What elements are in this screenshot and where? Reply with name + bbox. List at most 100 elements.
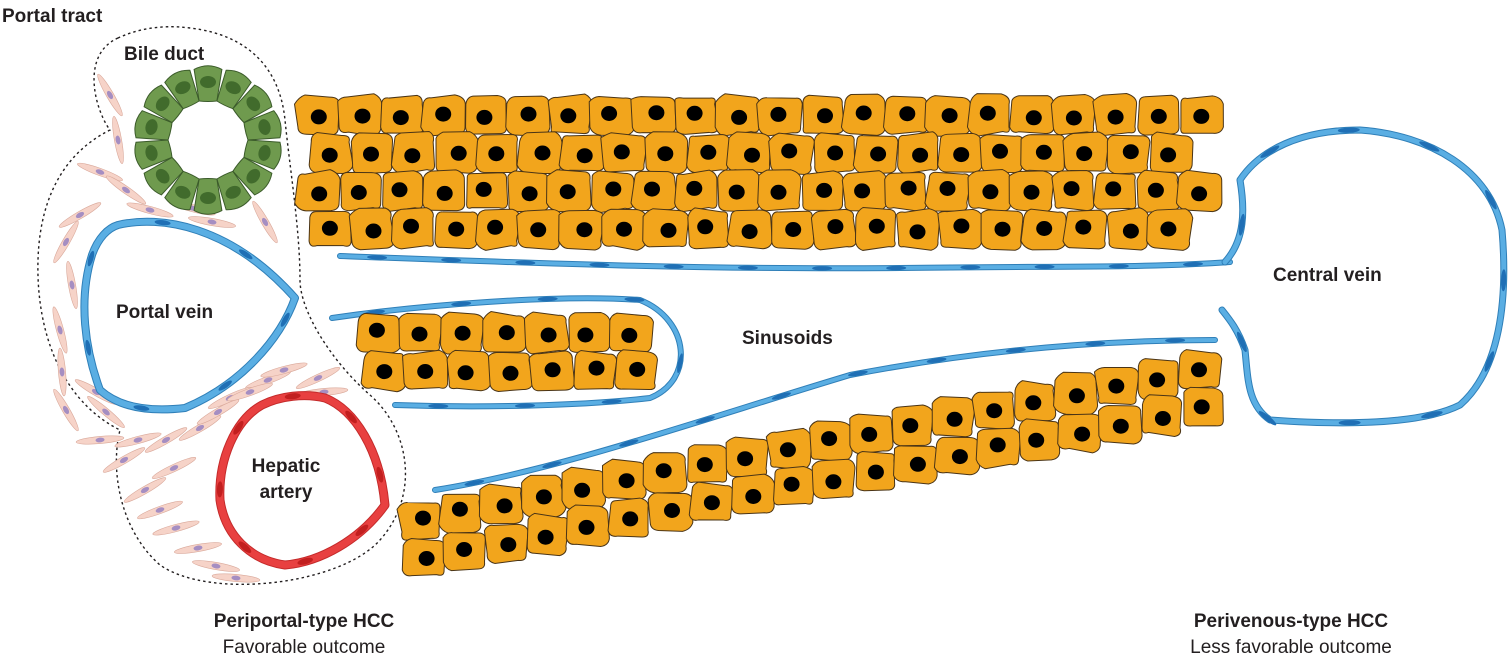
hepatocyte-nucleus xyxy=(355,109,371,124)
hepatocyte-nucleus xyxy=(785,222,801,237)
hepatocyte-nucleus xyxy=(417,364,433,379)
hepatocyte-nucleus xyxy=(700,145,716,160)
hepatocyte-nucleus xyxy=(1069,388,1085,403)
hepatocyte-nucleus xyxy=(861,427,877,442)
hepatocyte-nucleus xyxy=(952,449,968,464)
hepatocyte-nucleus xyxy=(1151,109,1167,124)
hepatocyte-nucleus xyxy=(616,222,632,237)
fibroblast xyxy=(101,445,146,475)
hepatocyte-nucleus xyxy=(577,328,593,343)
hepatocyte-nucleus xyxy=(535,146,551,161)
hepatocyte-nucleus xyxy=(940,181,956,196)
central-vein-nucleus xyxy=(1483,189,1498,211)
hepatocyte-nucleus xyxy=(476,110,492,125)
central-vein-nucleus xyxy=(1259,144,1280,160)
hepatocyte-nucleus xyxy=(614,144,630,159)
fibroblast xyxy=(152,518,200,537)
hepatocyte-nucleus xyxy=(770,107,786,122)
hepatocyte-nucleus xyxy=(497,498,513,513)
hepatocyte-nucleus xyxy=(311,109,327,124)
hepatocyte-nucleus xyxy=(437,186,453,201)
fibroblast xyxy=(104,173,147,206)
bile-duct-nucleus xyxy=(200,192,216,204)
fibroblast xyxy=(151,455,198,482)
hepatocyte-nucleus xyxy=(771,185,787,200)
hepatocyte-nucleus xyxy=(419,551,435,566)
central-vein-label: Central vein xyxy=(1273,265,1382,287)
hepatocyte-nucleus xyxy=(577,148,593,163)
hepatocyte-nucleus xyxy=(731,110,747,125)
hepatocyte-nucleus xyxy=(605,182,621,197)
hepatocyte-nucleus xyxy=(697,219,713,234)
fibroblast xyxy=(110,116,125,165)
hepatocyte-nucleus xyxy=(899,106,915,121)
hepatocyte-nucleus xyxy=(503,366,519,381)
hepatocyte-nucleus xyxy=(455,326,471,341)
hepatocyte-nucleus xyxy=(521,107,537,122)
hepatocyte-nucleus xyxy=(1064,181,1080,196)
fibroblast xyxy=(136,498,184,521)
hepatocyte-nucleus xyxy=(392,182,408,197)
hepatocyte-nucleus xyxy=(995,222,1011,237)
hepatocyte-nucleus xyxy=(1025,395,1041,410)
hepatocyte-nucleus xyxy=(1028,433,1044,448)
hepatocyte-nucleus xyxy=(351,185,367,200)
fibroblast xyxy=(250,199,280,244)
hepatocyte-nucleus xyxy=(1148,183,1164,198)
hepatocyte-nucleus xyxy=(1024,185,1040,200)
hepatocyte-nucleus xyxy=(322,221,338,236)
hepatocyte-nucleus xyxy=(912,148,928,163)
hepatocyte-nucleus xyxy=(1191,362,1207,377)
fibroblast xyxy=(192,558,241,573)
fibroblast xyxy=(122,475,167,505)
hepatocyte-nucleus xyxy=(619,473,635,488)
hepatocyte-nucleus xyxy=(1155,411,1171,426)
bile-duct-label: Bile duct xyxy=(124,44,204,66)
hepatocyte-nucleus xyxy=(825,474,841,489)
hepatic-artery-label-line2: artery xyxy=(246,482,326,504)
hepatic-artery xyxy=(217,392,385,566)
hepatocyte-nucleus xyxy=(656,463,672,478)
hepatocyte-nucleus xyxy=(1036,145,1052,160)
hepatocyte-nucleus xyxy=(403,219,419,234)
hepatocyte-nucleus xyxy=(451,146,467,161)
hepatocyte-nucleus xyxy=(657,146,673,161)
hepatocyte-nucleus xyxy=(488,146,504,161)
hepatocyte-nucleus xyxy=(827,146,843,161)
hepatocyte-nucleus xyxy=(412,327,428,342)
hepatocyte-nucleus xyxy=(986,403,1002,418)
hepatocyte-nucleus xyxy=(868,465,884,480)
hepatocyte-nucleus xyxy=(1194,399,1210,414)
hepatocyte-nucleus xyxy=(784,477,800,492)
fibroblast xyxy=(212,572,260,583)
hepatocyte-nucleus xyxy=(1076,146,1092,161)
fibroblast xyxy=(126,200,174,219)
hepatocyte-nucleus xyxy=(601,106,617,121)
fibroblast xyxy=(295,365,342,392)
fibroblast xyxy=(64,261,79,310)
hepatocyte-nucleus xyxy=(404,148,420,163)
perivenous-outcome: Less favorable outcome xyxy=(1141,637,1441,659)
hepatocyte-nucleus xyxy=(821,431,837,446)
hepatocyte-nucleus xyxy=(499,325,515,340)
hepatocyte-nucleus xyxy=(560,108,576,123)
hepatocyte-nucleus xyxy=(311,186,327,201)
hepatocyte-nucleus xyxy=(476,182,492,197)
hepatocyte-nucleus xyxy=(393,110,409,125)
hepatocyte-nucleus xyxy=(817,108,833,123)
hepatocyte-nucleus xyxy=(947,412,963,427)
hepatocyte-nucleus xyxy=(621,328,637,343)
fibroblast xyxy=(56,348,67,396)
hepatocyte-nucleus xyxy=(644,182,660,197)
hepatocyte-nucleus xyxy=(687,106,703,121)
hepatocyte-nucleus xyxy=(1123,144,1139,159)
hepatocyte-nucleus xyxy=(369,323,385,338)
fibroblast xyxy=(174,540,223,555)
hepatocyte-nucleus xyxy=(1108,110,1124,125)
hepatocyte-nucleus xyxy=(376,364,392,379)
hepatocyte-nucleus xyxy=(1193,109,1209,124)
portal-tract-label: Portal tract xyxy=(2,6,102,28)
hepatocyte-nucleus xyxy=(953,147,969,162)
hepatocyte-nucleus xyxy=(854,183,870,198)
hepatocyte-nucleus xyxy=(953,219,969,234)
